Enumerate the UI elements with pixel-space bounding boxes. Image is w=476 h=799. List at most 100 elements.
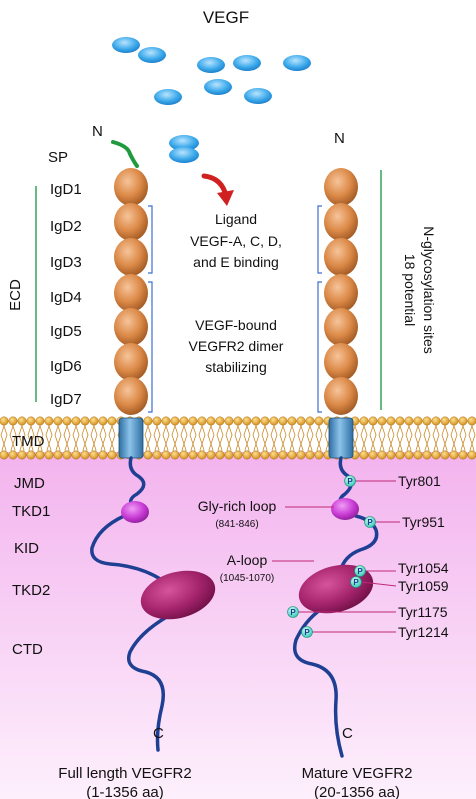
caption-mature: Mature VEGFR2 (20-1356 aa) bbox=[302, 765, 413, 799]
domain-label-tkd1: TKD1 bbox=[12, 503, 50, 520]
lipid-head bbox=[161, 450, 171, 460]
ig-domains-mature bbox=[324, 168, 358, 415]
tkd2-domain bbox=[140, 570, 216, 620]
vegf-molecule bbox=[138, 47, 166, 63]
lipid-head bbox=[422, 450, 432, 460]
vegf-molecule bbox=[197, 57, 225, 73]
lipid-head bbox=[143, 416, 153, 426]
lipid-head bbox=[80, 416, 90, 426]
lipid-head bbox=[215, 416, 225, 426]
lipid-head bbox=[269, 450, 279, 460]
ig-domain-3 bbox=[114, 238, 148, 276]
lipid-head bbox=[431, 450, 441, 460]
phosphosite-tyr801: P Tyr801 bbox=[344, 473, 441, 489]
ig-domain-2 bbox=[114, 203, 148, 241]
n-terminus-right: N bbox=[334, 130, 345, 147]
lipid-head bbox=[449, 450, 459, 460]
lipid-head bbox=[44, 416, 54, 426]
lipid-head bbox=[26, 450, 36, 460]
lipid-head bbox=[224, 450, 234, 460]
lipid-head bbox=[287, 450, 297, 460]
domain-label-jmd: JMD bbox=[14, 475, 45, 492]
lipid-head bbox=[152, 450, 162, 460]
lipid-head bbox=[269, 416, 279, 426]
lipid-head bbox=[143, 450, 153, 460]
lipid-head bbox=[413, 416, 423, 426]
cytoplasm-region bbox=[0, 452, 476, 799]
lipid-head bbox=[404, 416, 414, 426]
lipid-head bbox=[242, 416, 252, 426]
ig-domain-5 bbox=[324, 308, 358, 346]
lipid-head bbox=[404, 450, 414, 460]
lipid-head bbox=[89, 450, 99, 460]
lipid-head bbox=[296, 450, 306, 460]
lipid-head bbox=[215, 450, 225, 460]
ligand-binding-note: Ligand VEGF-A, C, D, and E binding bbox=[190, 211, 282, 270]
domain-label-ctd: CTD bbox=[12, 641, 43, 658]
lipid-head bbox=[278, 450, 288, 460]
phospho-icon bbox=[364, 516, 376, 528]
glycosylation-note-line1: 18 potential bbox=[402, 254, 418, 326]
phospho-icon bbox=[350, 576, 362, 588]
domain-label-igd5: IgD5 bbox=[50, 323, 82, 340]
lipid-head bbox=[305, 450, 315, 460]
lipid-head bbox=[386, 450, 396, 460]
svg-text:P: P bbox=[347, 477, 353, 486]
phospho-icon bbox=[287, 606, 299, 618]
domain-label-kid: KID bbox=[14, 540, 39, 557]
svg-text:VEGF-bound: VEGF-bound bbox=[195, 317, 277, 333]
lipid-head bbox=[0, 450, 9, 460]
lipid-head bbox=[359, 450, 369, 460]
domain-label-igd7: IgD7 bbox=[50, 391, 82, 408]
lipid-head bbox=[251, 416, 261, 426]
c-terminus-left: C bbox=[153, 725, 164, 742]
lipid-head bbox=[62, 416, 72, 426]
lipid-head bbox=[26, 416, 36, 426]
phosphosite-label: Tyr951 bbox=[402, 514, 445, 530]
lipid-head bbox=[386, 416, 396, 426]
lipid-head bbox=[440, 450, 450, 460]
lipid-head bbox=[449, 416, 459, 426]
lipid-head bbox=[206, 416, 216, 426]
svg-text:Mature VEGFR2: Mature VEGFR2 bbox=[302, 765, 413, 782]
lipid-head bbox=[8, 450, 18, 460]
lipid-head bbox=[44, 450, 54, 460]
ig-domain-1 bbox=[324, 168, 358, 206]
lipid-head bbox=[170, 450, 180, 460]
phospho-icon bbox=[344, 475, 356, 487]
lipid-head bbox=[233, 450, 243, 460]
lipid-head bbox=[53, 416, 63, 426]
svg-text:Full length VEGFR2: Full length VEGFR2 bbox=[58, 765, 191, 782]
gly-rich-loop-annotation: Gly-rich loop (841-846) bbox=[198, 498, 334, 530]
ig-domain-7 bbox=[114, 377, 148, 415]
lipid-head bbox=[359, 416, 369, 426]
svg-text:P: P bbox=[353, 578, 359, 587]
lipid-head bbox=[368, 416, 378, 426]
svg-text:(20-1356 aa): (20-1356 aa) bbox=[314, 784, 400, 799]
svg-text:(841-846): (841-846) bbox=[215, 519, 258, 530]
lipid-head bbox=[170, 416, 180, 426]
intracellular-chain-full-length bbox=[90, 456, 216, 752]
binding-arrow-icon bbox=[201, 173, 234, 206]
lipid-head bbox=[89, 416, 99, 426]
ig-domains-full-length bbox=[114, 168, 148, 415]
domain-label-igd6: IgD6 bbox=[50, 358, 82, 375]
lipid-head bbox=[377, 450, 387, 460]
lipid-head bbox=[197, 450, 207, 460]
lipid-head bbox=[440, 416, 450, 426]
lipid-head bbox=[71, 450, 81, 460]
phosphosite-label: Tyr1059 bbox=[398, 578, 449, 594]
caption-full-length: Full length VEGFR2 (1-1356 aa) bbox=[58, 765, 191, 799]
ig-domain-5 bbox=[114, 308, 148, 346]
tkd1-domain bbox=[121, 501, 149, 523]
lipid-head bbox=[287, 416, 297, 426]
vegf-dimer-bottom bbox=[169, 147, 199, 163]
svg-text:VEGFR2 dimer: VEGFR2 dimer bbox=[189, 338, 284, 354]
phosphosite-tyr1214: P Tyr1214 bbox=[301, 624, 449, 640]
n-terminus-left: N bbox=[92, 123, 103, 140]
lipid-head bbox=[179, 416, 189, 426]
ig-domain-1 bbox=[114, 168, 148, 206]
lipid-head bbox=[8, 416, 18, 426]
domain-label-igd1: IgD1 bbox=[50, 181, 82, 198]
vegf-molecule bbox=[233, 55, 261, 71]
